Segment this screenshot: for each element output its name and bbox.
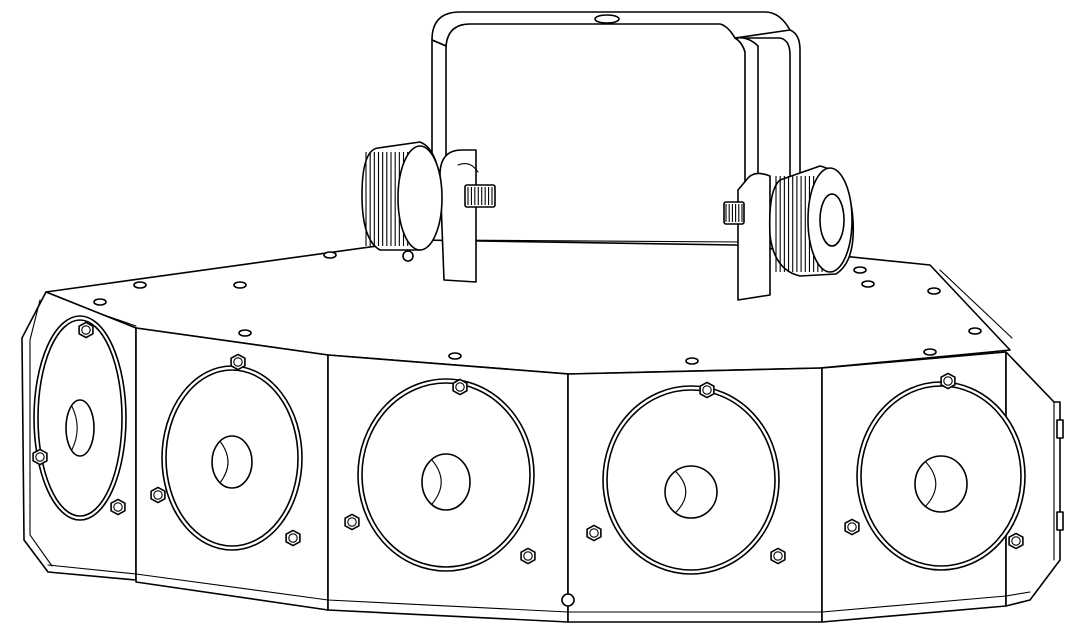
left-knob (361, 141, 443, 262)
top-screw-hole (448, 352, 462, 360)
lens-emitter (664, 465, 718, 519)
left-bolt (464, 184, 496, 208)
hex-screw-washer (233, 357, 243, 367)
hex-screw-washer (153, 490, 163, 500)
hex-screw-head (1008, 532, 1024, 550)
top-screw-hole (233, 281, 247, 289)
hex-screw-head (78, 321, 94, 339)
lens-emitter-highlight (674, 470, 687, 514)
bracket-base-line (445, 239, 746, 243)
hex-screw-washer (455, 382, 465, 392)
top-screw-hole (927, 287, 941, 295)
hex-screw-washer (943, 376, 953, 386)
bracket-right-arm (729, 29, 801, 196)
hex-screw-washer (523, 551, 533, 561)
hex-screw-washer (773, 551, 783, 561)
hex-screw-head (844, 518, 860, 536)
hex-screw (844, 518, 860, 536)
mounting-bracket (431, 11, 801, 196)
hex-screw-washer (113, 502, 123, 512)
lens-emitter (914, 455, 968, 513)
bottom-bevel (47, 564, 1031, 613)
hex-screw-head (699, 381, 715, 399)
lens-emitter-highlight (924, 461, 937, 507)
top-screw-hole (93, 298, 107, 306)
hex-screw-washer (589, 528, 599, 538)
right-bracket-plate (723, 172, 771, 301)
hex-screw-washer (702, 385, 712, 395)
lens-array (33, 315, 1026, 575)
lens-emitter-highlight (71, 405, 78, 451)
indicator-led (561, 593, 575, 607)
hex-screw-head (940, 372, 956, 390)
hex-screw-head (520, 547, 536, 565)
hex-screw (110, 498, 126, 516)
hex-screw-head (344, 513, 360, 531)
hex-screw-head (230, 353, 246, 371)
top-screw-hole (323, 251, 337, 259)
left-knob-hole (402, 250, 414, 262)
lens-emitter (65, 399, 95, 457)
hex-screw (586, 524, 602, 542)
hex-screw-washer (35, 452, 45, 462)
lens-emitter (421, 453, 471, 511)
hex-screw (520, 547, 536, 565)
right-knob-bore (819, 193, 845, 247)
lens-emitter (211, 435, 253, 489)
lens-5 (856, 381, 1026, 571)
right-cap-screws (1056, 419, 1064, 531)
top-screw-hole (685, 357, 699, 365)
hex-screw-head (770, 547, 786, 565)
right-knob (768, 165, 855, 277)
hex-screw (452, 378, 468, 396)
lens-3 (357, 378, 535, 572)
hex-screw-washer (288, 533, 298, 543)
hex-screw-head (586, 524, 602, 542)
top-plate-bevel-right (939, 269, 1013, 339)
hex-screw-head (150, 486, 166, 504)
top-screw-hole (923, 348, 937, 356)
hex-screw (150, 486, 166, 504)
lens-emitter-highlight (431, 459, 442, 505)
lens-1 (33, 315, 127, 521)
right-bolt (723, 201, 745, 225)
top-plate-screws (93, 251, 982, 365)
bracket-right-leg (734, 36, 759, 186)
hex-screw-head (32, 448, 48, 466)
hex-screw (285, 529, 301, 547)
top-screw-hole (968, 327, 982, 335)
hex-screw (78, 321, 94, 339)
top-screw-hole (238, 329, 252, 337)
hex-screw (699, 381, 715, 399)
hex-screw-head (452, 378, 468, 396)
lens-4 (602, 385, 780, 575)
top-screw-hole (861, 280, 875, 288)
hex-screw-head (285, 529, 301, 547)
panel-screws (32, 321, 1024, 565)
hex-screw-head (110, 498, 126, 516)
lens-emitter-highlight (219, 440, 229, 484)
bracket-center-hole (594, 14, 620, 24)
hex-screw-washer (81, 325, 91, 335)
hex-screw-washer (1011, 536, 1021, 546)
hex-screw (344, 513, 360, 531)
hex-screw (940, 372, 956, 390)
hex-screw (32, 448, 48, 466)
hex-screw-washer (347, 517, 357, 527)
hex-screw (1008, 532, 1024, 550)
hex-screw-washer (847, 522, 857, 532)
hex-screw (770, 547, 786, 565)
top-screw-hole (133, 281, 147, 289)
left-bracket-plate (439, 149, 496, 283)
hex-screw (230, 353, 246, 371)
lens-2 (161, 365, 303, 551)
left-cap-inner (29, 299, 53, 567)
top-screw-hole (853, 266, 867, 274)
